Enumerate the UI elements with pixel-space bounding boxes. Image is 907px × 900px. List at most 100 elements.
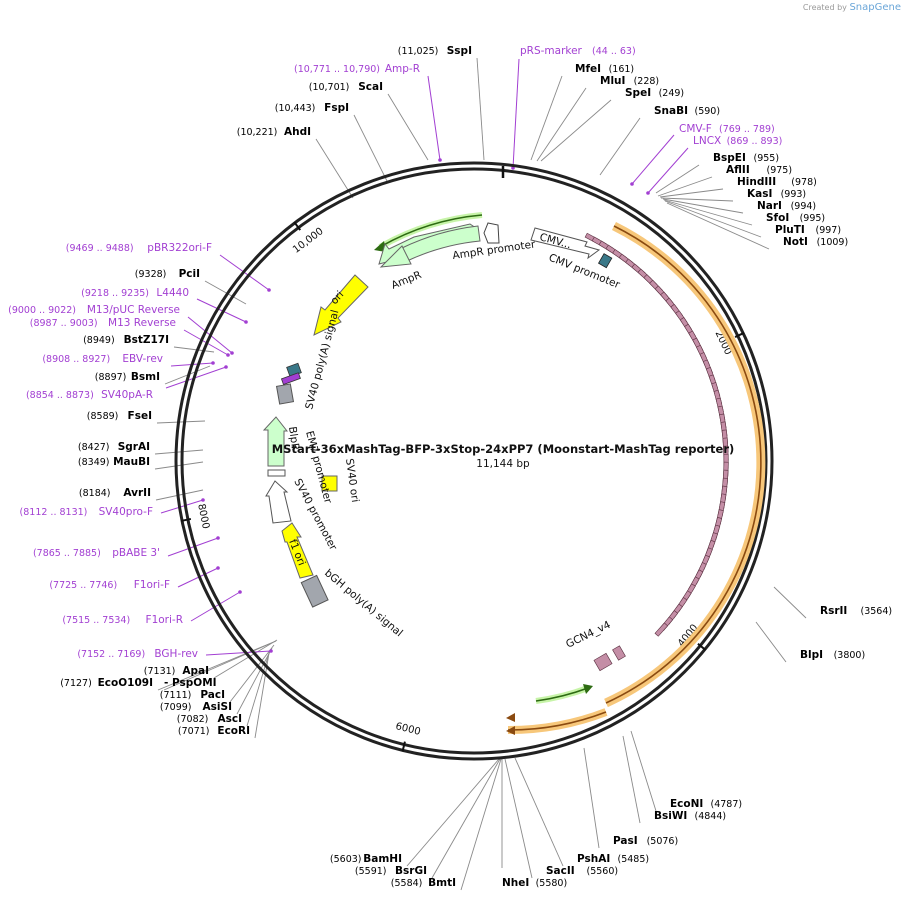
restriction-site-labels: SspI(11,025)ScaI(10,701)FspI(10,443)AhdI… [60, 45, 892, 889]
site-leader-line [204, 280, 247, 305]
primer-site-mark [238, 590, 242, 594]
primer-labels: pRS-marker(44 .. 63)Amp-R(10,771 .. 10,7… [8, 45, 782, 660]
site-pos-label: (228) [634, 76, 660, 87]
primer-pos-label: (9218 .. 9235) [81, 288, 149, 299]
site-pos-label: (7099) [160, 702, 192, 713]
primer-pos-label: (7725 .. 7746) [49, 580, 117, 591]
site-pos-label: (8897) [95, 372, 127, 383]
primer-pos-label: (769 .. 789) [719, 124, 775, 135]
primer-site-mark [630, 182, 634, 186]
site-name-label: SacII [546, 865, 575, 877]
feature-label-cmv-short: CMV... [538, 231, 572, 251]
site-pos-label: (7111) [160, 690, 192, 701]
site-pos-label: (978) [791, 177, 817, 188]
sv40-promoter-arrow [265, 480, 292, 524]
ampr-feature-head [379, 245, 412, 268]
site-name-label: MluI [600, 75, 625, 87]
site-leader-line [666, 202, 770, 250]
feature-label-blpr: BlpR [286, 426, 301, 452]
site-pos-label: (993) [781, 189, 807, 200]
site-pos-label: (8589) [87, 411, 119, 422]
insert-arrow-head-1 [506, 713, 515, 722]
site-name-label: NotI [783, 236, 808, 248]
site-leader-line [154, 449, 204, 455]
site-leader-line [773, 586, 807, 619]
site-name-label: ScaI [358, 81, 383, 93]
site-leader-line [213, 639, 278, 679]
site-name-label: BamHI [363, 853, 402, 865]
sv40-polya-block-2 [280, 372, 301, 386]
brand-created-by: Created by [802, 3, 847, 12]
primer-site-mark [244, 320, 248, 324]
primer-pos-label: (869 .. 893) [727, 136, 783, 147]
site-leader-line [530, 75, 563, 161]
site-name-label: PciI [179, 268, 200, 280]
backbone-inner-ring [180, 167, 768, 755]
primer-name-label: EBV-rev [122, 353, 163, 365]
site-name-label: BsrGI [395, 865, 427, 877]
site-name-label: AscI [217, 713, 242, 725]
site-name-label: BspEI [713, 152, 746, 164]
gcn4-repeat-block [612, 645, 626, 661]
site-pos-label: (3800) [834, 650, 866, 661]
feature-label-ampr: AmpR [390, 269, 424, 292]
site-name-label: SnaBI [654, 105, 688, 117]
sv40-polya-gray [275, 383, 295, 405]
site-name-label: EcoRI [217, 725, 250, 737]
primer-name-label: M13 Reverse [108, 317, 176, 329]
site-leader-line [622, 735, 641, 824]
site-leader-lines [154, 57, 807, 891]
site-name-label: EcoO109I [98, 677, 153, 689]
site-leader-line [353, 114, 389, 184]
tick-mark [734, 331, 745, 338]
site-leader-line [173, 346, 215, 353]
mashtag-repeat-block [654, 622, 669, 637]
site-pos-label: (5584) [391, 878, 423, 889]
primer-name-label: L4440 [156, 287, 189, 299]
site-name-label: BsmI [131, 371, 160, 383]
site-leader-line [540, 99, 612, 162]
primer-pos-label: (8908 .. 8927) [42, 354, 110, 365]
primer-name-label: pRS-marker [520, 45, 583, 57]
insert-arrow-head-2 [506, 726, 515, 735]
insert-arc-outer-core [605, 225, 762, 704]
bgh-polya-box [300, 574, 329, 608]
site-name-label: KasI [747, 188, 772, 200]
primer-leader-line [647, 147, 689, 194]
primer-leader-line [512, 58, 520, 169]
site-name-label: AsiSI [203, 701, 232, 713]
site-leader-line [630, 730, 657, 812]
snapgene-brand: Created by SnapGene [803, 2, 901, 13]
site-name-label: - PspOMI [164, 677, 217, 689]
site-name-label: AvrII [123, 487, 151, 499]
site-leader-line [583, 747, 600, 849]
primer-pos-label: (7865 .. 7885) [33, 548, 101, 559]
feature-label-bgh-polya: bGH poly(A) signal [322, 567, 405, 639]
site-leader-line [155, 489, 204, 501]
plasmid-name: MStart-36xMashTag-BFP-3xStop-24xPP7 (Moo… [272, 442, 735, 456]
mashtag-repeats [584, 232, 729, 672]
primer-name-label: SV40pA-R [101, 389, 153, 401]
site-name-label: SpeI [625, 87, 651, 99]
site-leader-line [406, 758, 500, 867]
site-leader-line [664, 200, 762, 238]
primer-name-label: pBABE 3' [112, 547, 160, 559]
primer-pos-label: (7515 .. 7534) [62, 615, 130, 626]
site-name-label: AflII [726, 164, 750, 176]
primer-name-label: LNCX [693, 135, 721, 147]
site-leader-line [662, 198, 744, 214]
primer-leader-line [196, 298, 247, 323]
primer-leader-line [427, 75, 441, 161]
site-leader-line [460, 758, 502, 891]
site-name-label: NheI [502, 877, 529, 889]
primer-name-label: Amp-R [385, 63, 420, 75]
site-leader-line [504, 758, 533, 879]
feature-label-gcn4: GCN4_v4 [564, 619, 613, 651]
tick-mark [293, 221, 302, 231]
primer-site-mark [201, 498, 205, 502]
site-pos-label: (8349) [78, 457, 110, 468]
primer-pos-label: (9000 .. 9022) [8, 305, 76, 316]
site-name-label: SgrAI [118, 441, 150, 453]
site-pos-label: (5076) [647, 836, 679, 847]
site-name-label: FspI [324, 102, 349, 114]
